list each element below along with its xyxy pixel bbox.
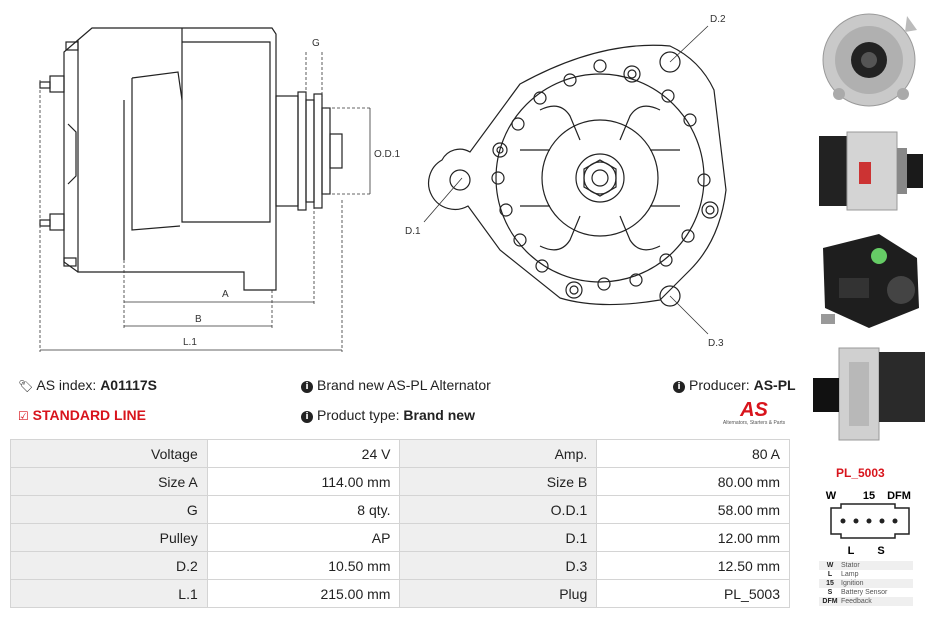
pin-label-bottom-1: L bbox=[848, 545, 855, 557]
pin bbox=[866, 518, 872, 524]
as-index-value: A01117S bbox=[100, 377, 158, 393]
legend-key: 15 bbox=[826, 580, 834, 587]
as-index-label: AS index: bbox=[36, 377, 97, 393]
standard-line-text: STANDARD LINE bbox=[32, 407, 146, 423]
legend-key: W bbox=[826, 562, 834, 569]
as-index: 🏷︎ AS index: A01117S bbox=[18, 377, 157, 393]
plug-diagram: W 15 DFM L S bbox=[826, 490, 911, 557]
spec-label: D.3 bbox=[399, 551, 598, 580]
spec-label: G bbox=[10, 495, 208, 524]
product-type-label: Product type: bbox=[317, 407, 400, 423]
product-type: i Product type: Brand new bbox=[301, 407, 475, 423]
spec-value: 58.00 mm bbox=[596, 495, 790, 524]
brand-new-note: i Brand new AS-PL Alternator bbox=[301, 377, 491, 393]
spec-label: D.1 bbox=[399, 523, 598, 552]
producer-value: AS-PL bbox=[753, 377, 796, 393]
spec-value: AP bbox=[206, 523, 401, 552]
pin bbox=[840, 518, 846, 524]
label-od1: O.D.1 bbox=[374, 149, 401, 160]
info-icon: i bbox=[673, 381, 685, 393]
info-icon: i bbox=[301, 381, 313, 393]
logo-text: AS bbox=[740, 399, 768, 421]
product-photo-front[interactable] bbox=[809, 6, 927, 110]
pin-label-top-1: W bbox=[826, 490, 837, 502]
product-photo-angle[interactable] bbox=[809, 342, 927, 446]
legend-key: L bbox=[827, 571, 833, 578]
logo-tagline: Alternators, Starters & Parts bbox=[722, 420, 786, 426]
spec-value: 80.00 mm bbox=[596, 467, 790, 496]
spec-value: 215.00 mm bbox=[206, 579, 401, 608]
pin bbox=[892, 518, 898, 524]
legend-row: L Lamp bbox=[819, 570, 913, 579]
legend-desc: Feedback bbox=[841, 598, 872, 605]
pin bbox=[853, 518, 859, 524]
pin-label-bottom-2: S bbox=[877, 545, 884, 557]
checkbox-icon: ☑ bbox=[18, 409, 29, 423]
spec-label: D.2 bbox=[10, 551, 208, 580]
spec-value: 80 A bbox=[596, 439, 790, 468]
spec-label: Plug bbox=[399, 579, 598, 608]
spec-value: 24 V bbox=[206, 439, 401, 468]
spec-value: 10.50 mm bbox=[206, 551, 401, 580]
product-type-value: Brand new bbox=[403, 407, 475, 423]
legend-desc: Lamp bbox=[841, 571, 859, 578]
technical-drawing: G A B L.1 O.D.1 D.1 bbox=[39, 14, 727, 352]
label-b: B bbox=[195, 314, 202, 325]
spec-label: Size A bbox=[10, 467, 208, 496]
spec-value: 8 qty. bbox=[206, 495, 401, 524]
standard-line: ☑ STANDARD LINE bbox=[18, 407, 146, 423]
label-g: G bbox=[312, 38, 320, 49]
legend-row: S Battery Sensor bbox=[819, 588, 913, 597]
legend-desc: Stator bbox=[841, 562, 860, 569]
legend-key: DFM bbox=[822, 598, 838, 605]
producer: i Producer: AS-PL bbox=[673, 377, 796, 393]
label-d3: D.3 bbox=[708, 338, 724, 349]
product-photo-side[interactable] bbox=[809, 122, 927, 218]
spec-value: 12.00 mm bbox=[596, 523, 790, 552]
legend-row: 15 Ignition bbox=[819, 579, 913, 588]
pin-label-top-3: DFM bbox=[887, 490, 911, 502]
legend-key: S bbox=[827, 589, 833, 596]
spec-label: Size B bbox=[399, 467, 598, 496]
pin-label-top-2: 15 bbox=[863, 490, 875, 502]
legend-row: W Stator bbox=[819, 561, 913, 570]
plug-title: PL_5003 bbox=[836, 466, 885, 480]
label-a: A bbox=[222, 289, 229, 300]
product-photo-back[interactable] bbox=[809, 228, 927, 332]
spec-label: Pulley bbox=[10, 523, 208, 552]
label-d2: D.2 bbox=[710, 14, 726, 25]
spec-label: O.D.1 bbox=[399, 495, 598, 524]
spec-label: Voltage bbox=[10, 439, 208, 468]
spec-value: 114.00 mm bbox=[206, 467, 401, 496]
pin bbox=[879, 518, 885, 524]
legend-desc: Battery Sensor bbox=[841, 589, 888, 596]
producer-label: Producer: bbox=[689, 377, 750, 393]
tag-icon: 🏷︎ bbox=[18, 379, 34, 393]
label-l1: L.1 bbox=[183, 337, 197, 348]
plug-housing bbox=[830, 503, 910, 539]
as-pl-logo[interactable]: AS Alternators, Starters & Parts bbox=[716, 400, 792, 426]
spec-label: L.1 bbox=[10, 579, 208, 608]
spec-value: 12.50 mm bbox=[596, 551, 790, 580]
info-icon: i bbox=[301, 411, 313, 423]
spec-value: PL_5003 bbox=[596, 579, 790, 608]
legend-desc: Ignition bbox=[841, 580, 864, 587]
label-d1: D.1 bbox=[405, 226, 421, 237]
spec-label: Amp. bbox=[399, 439, 598, 468]
brand-new-text: Brand new AS-PL Alternator bbox=[317, 377, 491, 393]
